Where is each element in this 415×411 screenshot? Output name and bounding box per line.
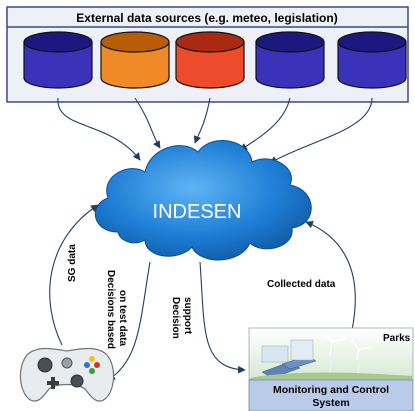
decision-support-label-1: Decision bbox=[170, 297, 181, 339]
arrow-sg-data bbox=[49, 204, 99, 346]
arrow-db4 bbox=[239, 97, 291, 151]
monitoring-title-bar bbox=[248, 379, 414, 411]
monitoring-system-panel: Parks Monitoring and Control System bbox=[248, 327, 414, 411]
database-icon bbox=[100, 31, 170, 89]
external-sources-panel: External data sources (e.g. meteo, legis… bbox=[6, 6, 409, 103]
source-arrows bbox=[57, 97, 373, 164]
sg-data-flow: SG data bbox=[49, 204, 99, 346]
database-icon bbox=[337, 31, 407, 89]
park-icon bbox=[250, 329, 412, 380]
decision-support-flow: Decision support bbox=[170, 261, 246, 374]
arrow-decisions-test bbox=[107, 261, 151, 381]
cloud-label: INDESEN bbox=[153, 201, 242, 223]
cloud-icon bbox=[94, 140, 312, 261]
arrow-db5 bbox=[269, 97, 373, 164]
arrow-db1 bbox=[57, 97, 141, 161]
monitoring-title-1: Monitoring and Control bbox=[273, 384, 389, 396]
decision-support-label-2: support bbox=[182, 297, 193, 335]
collected-data-flow: Collected data bbox=[267, 221, 356, 331]
arrow-db2 bbox=[134, 97, 161, 149]
database-icon bbox=[23, 31, 93, 89]
decisions-test-flow: Decisions based on test data bbox=[105, 261, 151, 381]
database-icon bbox=[175, 31, 245, 89]
arrow-db3 bbox=[193, 97, 211, 144]
decisions-test-label-2: on test data bbox=[117, 290, 128, 347]
arrow-decision-support bbox=[199, 261, 246, 374]
gamepad-icon bbox=[19, 347, 115, 402]
decisions-test-label-1: Decisions based bbox=[105, 270, 116, 349]
database-icon bbox=[255, 31, 325, 89]
indesen-cloud: INDESEN bbox=[94, 140, 312, 261]
parks-label: Parks bbox=[383, 333, 411, 344]
monitoring-title-2: System bbox=[312, 397, 349, 409]
arrow-collected-data bbox=[305, 221, 356, 331]
database-row bbox=[23, 31, 407, 89]
sg-data-label: SG data bbox=[67, 244, 78, 282]
collected-data-label: Collected data bbox=[267, 279, 336, 290]
panel-title: External data sources (e.g. meteo, legis… bbox=[76, 11, 337, 25]
